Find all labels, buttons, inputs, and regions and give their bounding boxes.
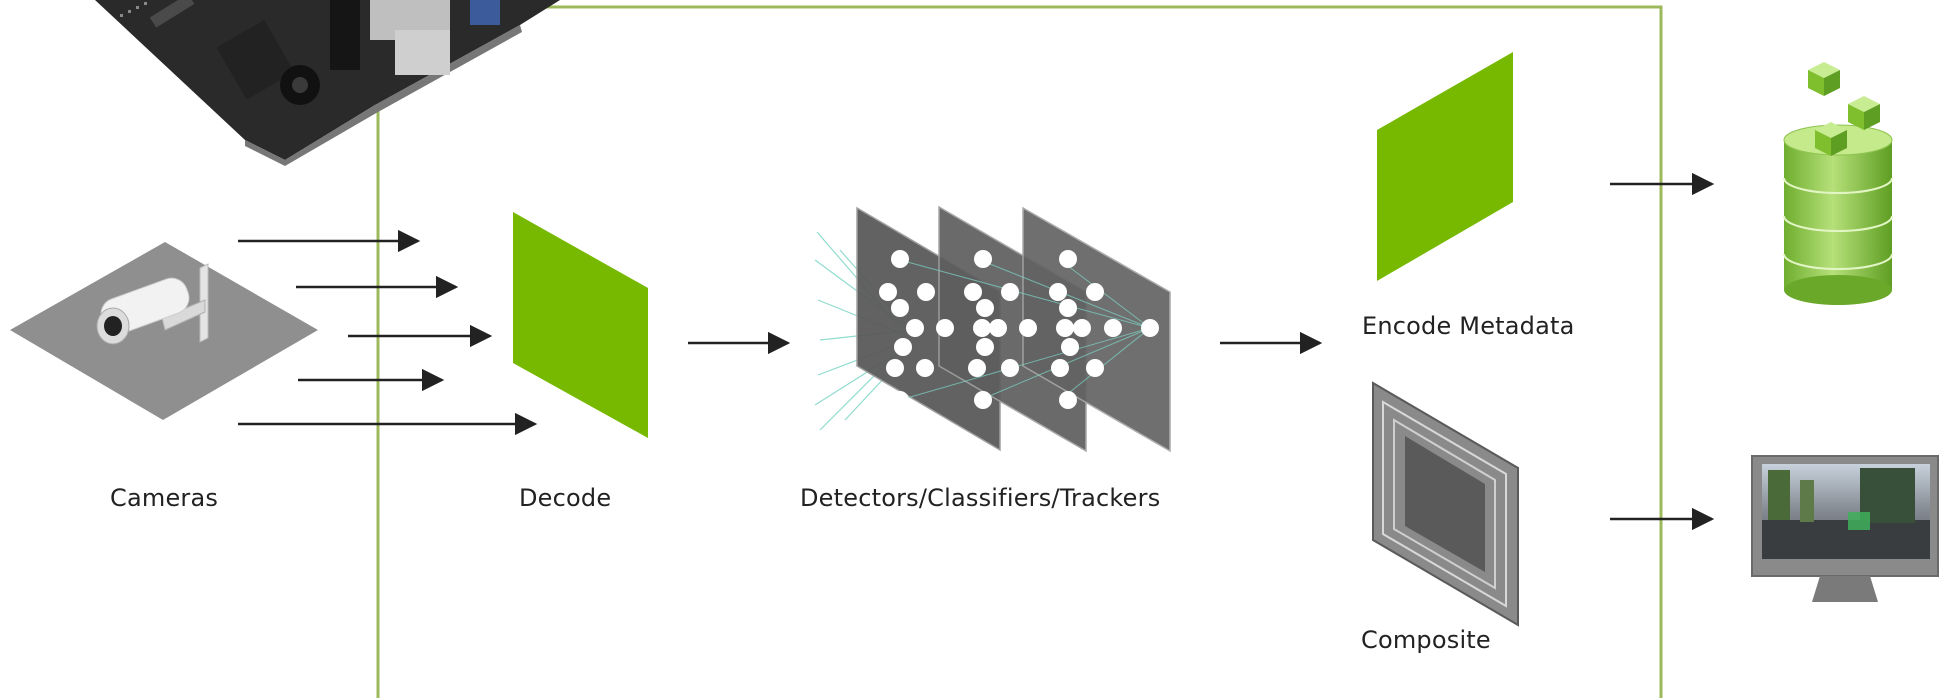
platform-frame: [376, 5, 1663, 698]
encode-metadata-block: [1377, 52, 1513, 281]
database-icon: [1783, 62, 1893, 305]
neural-network-icon: [814, 205, 1171, 453]
composite-label: Composite: [1361, 626, 1491, 654]
decode-block: [513, 212, 648, 438]
decode-label: Decode: [519, 484, 612, 512]
monitor-icon: [1751, 455, 1939, 602]
embedded-board-icon: [95, 0, 560, 166]
security-camera-icon: [10, 242, 318, 420]
cameras-label: Cameras: [110, 484, 219, 512]
input-stream-arrows: [238, 229, 538, 436]
detectors-label: Detectors/Classifiers/Trackers: [800, 484, 1161, 512]
encode-metadata-label: Encode Metadata: [1362, 312, 1575, 340]
composite-block: [1372, 381, 1519, 627]
